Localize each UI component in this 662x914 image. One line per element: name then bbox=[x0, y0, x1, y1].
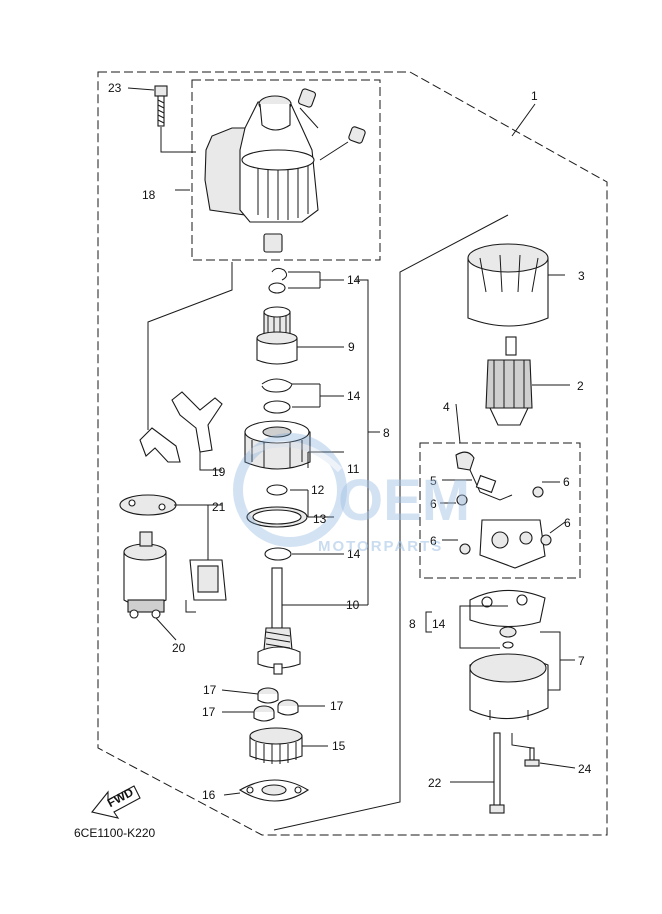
planet-gears-17 bbox=[253, 687, 299, 722]
callout-17b: 17 bbox=[202, 705, 216, 719]
callout-14a: 14 bbox=[347, 273, 361, 287]
yoke-3 bbox=[467, 243, 549, 327]
snap-ring-14-mid bbox=[261, 378, 293, 414]
callout-3: 3 bbox=[578, 269, 585, 283]
brush-holder-4 bbox=[455, 451, 552, 569]
callout-6c: 6 bbox=[564, 516, 571, 530]
through-bolt-22 bbox=[489, 732, 505, 814]
bracket-8 bbox=[356, 279, 380, 605]
callout-22: 22 bbox=[428, 776, 442, 790]
end-frame-7 bbox=[469, 589, 549, 720]
screw-24 bbox=[524, 747, 540, 767]
shift-fork-19 bbox=[139, 391, 223, 463]
callout-17c: 17 bbox=[330, 699, 344, 713]
watermark-main: OEM bbox=[338, 468, 470, 533]
callout-20: 20 bbox=[172, 641, 186, 655]
callout-7: 7 bbox=[578, 654, 585, 668]
gasket-13 bbox=[246, 506, 308, 528]
callout-19: 19 bbox=[212, 465, 226, 479]
callout-11: 11 bbox=[347, 462, 360, 476]
callout-6d: 6 bbox=[430, 534, 437, 548]
assembly-outline bbox=[97, 71, 608, 836]
callout-14d: 14 bbox=[432, 617, 446, 631]
fwd-arrow-icon bbox=[91, 785, 141, 819]
callout-14c: 14 bbox=[347, 547, 361, 561]
callout-12: 12 bbox=[311, 483, 325, 497]
watermark-sub: MOTORPARTS bbox=[318, 538, 443, 555]
diagram-code: 6CE1100-K220 bbox=[74, 826, 155, 840]
callout-9: 9 bbox=[348, 340, 355, 354]
callout-6a: 6 bbox=[563, 475, 570, 489]
bracket-16 bbox=[238, 779, 310, 802]
magnetic-switch-20 bbox=[123, 531, 167, 619]
armature-2 bbox=[485, 336, 533, 426]
brush-holder-group-box bbox=[419, 442, 581, 579]
watermark bbox=[233, 433, 347, 547]
callout-8a: 8 bbox=[383, 426, 390, 440]
planet-shaft-10 bbox=[257, 567, 301, 675]
switch-plate-21 bbox=[119, 494, 227, 613]
internal-gear-15 bbox=[249, 727, 303, 764]
callout-2: 2 bbox=[577, 379, 584, 393]
callout-17a: 17 bbox=[203, 683, 217, 697]
washer-12 bbox=[266, 484, 288, 496]
callout-21: 21 bbox=[212, 500, 226, 514]
callout-14b: 14 bbox=[347, 389, 361, 403]
clutch-11 bbox=[244, 420, 311, 470]
callout-6b: 6 bbox=[430, 497, 437, 511]
callout-10: 10 bbox=[346, 598, 360, 612]
callout-18: 18 bbox=[142, 188, 156, 202]
callout-13: 13 bbox=[313, 512, 327, 526]
callout-24: 24 bbox=[578, 762, 592, 776]
pinion-9 bbox=[256, 306, 298, 365]
callout-8b: 8 bbox=[409, 617, 416, 631]
cover-group-box bbox=[191, 79, 381, 261]
callout-1: 1 bbox=[531, 89, 538, 103]
callouts: 1 23 18 14 9 14 8 19 11 12 21 13 14 10 2… bbox=[108, 81, 592, 802]
callout-16: 16 bbox=[202, 788, 216, 802]
callout-15: 15 bbox=[332, 739, 346, 753]
upper-housing-18 bbox=[204, 88, 366, 253]
callout-23: 23 bbox=[108, 81, 122, 95]
washer-14-lower bbox=[264, 547, 292, 561]
callout-4: 4 bbox=[443, 400, 450, 414]
snap-ring-14-top bbox=[268, 267, 288, 294]
callout-5: 5 bbox=[430, 474, 437, 488]
bolt-23 bbox=[154, 85, 168, 127]
